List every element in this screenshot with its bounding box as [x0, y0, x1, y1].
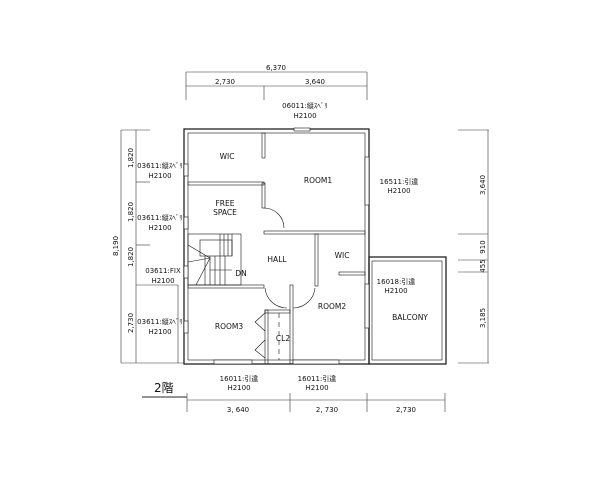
left-dimensions: 8,190 1,820 1,820 1,820 2,730 — [112, 129, 184, 364]
windows — [183, 127, 370, 365]
window-left4-type: 03611:縦ｽﾍﾞﾘ — [137, 317, 183, 326]
window-left1-type: 03611:縦ｽﾍﾞﾘ — [137, 161, 183, 170]
floor-label: 2階 — [154, 380, 174, 395]
window-room2-height: H2100 — [384, 287, 407, 295]
window-bottom1-type: 16011:引違 — [220, 374, 259, 383]
room-room3: ROOM3 — [215, 322, 243, 331]
dim-top-1: 2,730 — [215, 78, 235, 86]
room-free-space-2: SPACE — [213, 208, 237, 217]
window-top-height: H2100 — [293, 112, 316, 120]
bottom-dimensions: 3, 640 2, 730 2,730 — [186, 393, 446, 414]
window-bottom2-type: 16011:引違 — [298, 374, 337, 383]
window-bottom1-height: H2100 — [227, 384, 250, 392]
window-top-type: 06011:縦ｽﾍﾞﾘ — [282, 101, 328, 110]
dim-left-total: 8,190 — [112, 236, 120, 256]
window-left2-type: 03611:縦ｽﾍﾞﾘ — [137, 213, 183, 222]
dim-left-2: 1,820 — [127, 202, 135, 222]
dim-bottom-2: 2, 730 — [316, 406, 338, 414]
dim-bottom-3: 2,730 — [396, 406, 416, 414]
room-room1: ROOM1 — [304, 176, 332, 185]
dim-left-3: 1,820 — [127, 247, 135, 267]
dim-right-1: 3,640 — [479, 175, 487, 195]
room-wic-1: WIC — [220, 152, 235, 161]
room-balcony: BALCONY — [392, 313, 428, 322]
dim-right-2: 910 — [479, 240, 487, 253]
room-labels: WIC FREE SPACE ROOM1 HALL WIC ROOM2 ROOM… — [213, 152, 428, 343]
window-left1-height: H2100 — [148, 172, 171, 180]
room-room2: ROOM2 — [318, 302, 346, 311]
walls — [183, 128, 447, 365]
room-free-space-1: FREE — [215, 199, 234, 208]
dim-top-2: 3,640 — [305, 78, 325, 86]
dim-bottom-1: 3, 640 — [227, 406, 249, 414]
room-hall: HALL — [267, 255, 287, 264]
window-room1-type: 16511:引違 — [380, 177, 419, 186]
room-closet: CL2 — [276, 334, 290, 343]
dim-right-3: 455 — [479, 259, 487, 272]
window-room1-height: H2100 — [387, 187, 410, 195]
top-dimensions: 6,370 2,730 3,640 — [185, 64, 368, 100]
dim-left-4: 2,730 — [127, 313, 135, 333]
window-labels: 06011:縦ｽﾍﾞﾘ H2100 03611:縦ｽﾍﾞﾘ H2100 0361… — [137, 101, 418, 392]
window-left4-height: H2100 — [148, 328, 171, 336]
dim-top-total: 6,370 — [266, 64, 286, 72]
window-left3-height: H2100 — [151, 277, 174, 285]
window-bottom2-height: H2100 — [305, 384, 328, 392]
room-wic-2: WIC — [335, 251, 350, 260]
right-dimensions: 3,640 910 455 3,185 — [458, 129, 489, 364]
window-left3-type: 03611:FIX — [145, 267, 181, 275]
dim-left-1: 1,820 — [127, 148, 135, 168]
window-left2-height: H2100 — [148, 224, 171, 232]
window-room2-type: 16018:引違 — [377, 277, 416, 286]
stairs-dn-label: DN — [235, 269, 246, 278]
dim-right-4: 3,185 — [479, 308, 487, 328]
